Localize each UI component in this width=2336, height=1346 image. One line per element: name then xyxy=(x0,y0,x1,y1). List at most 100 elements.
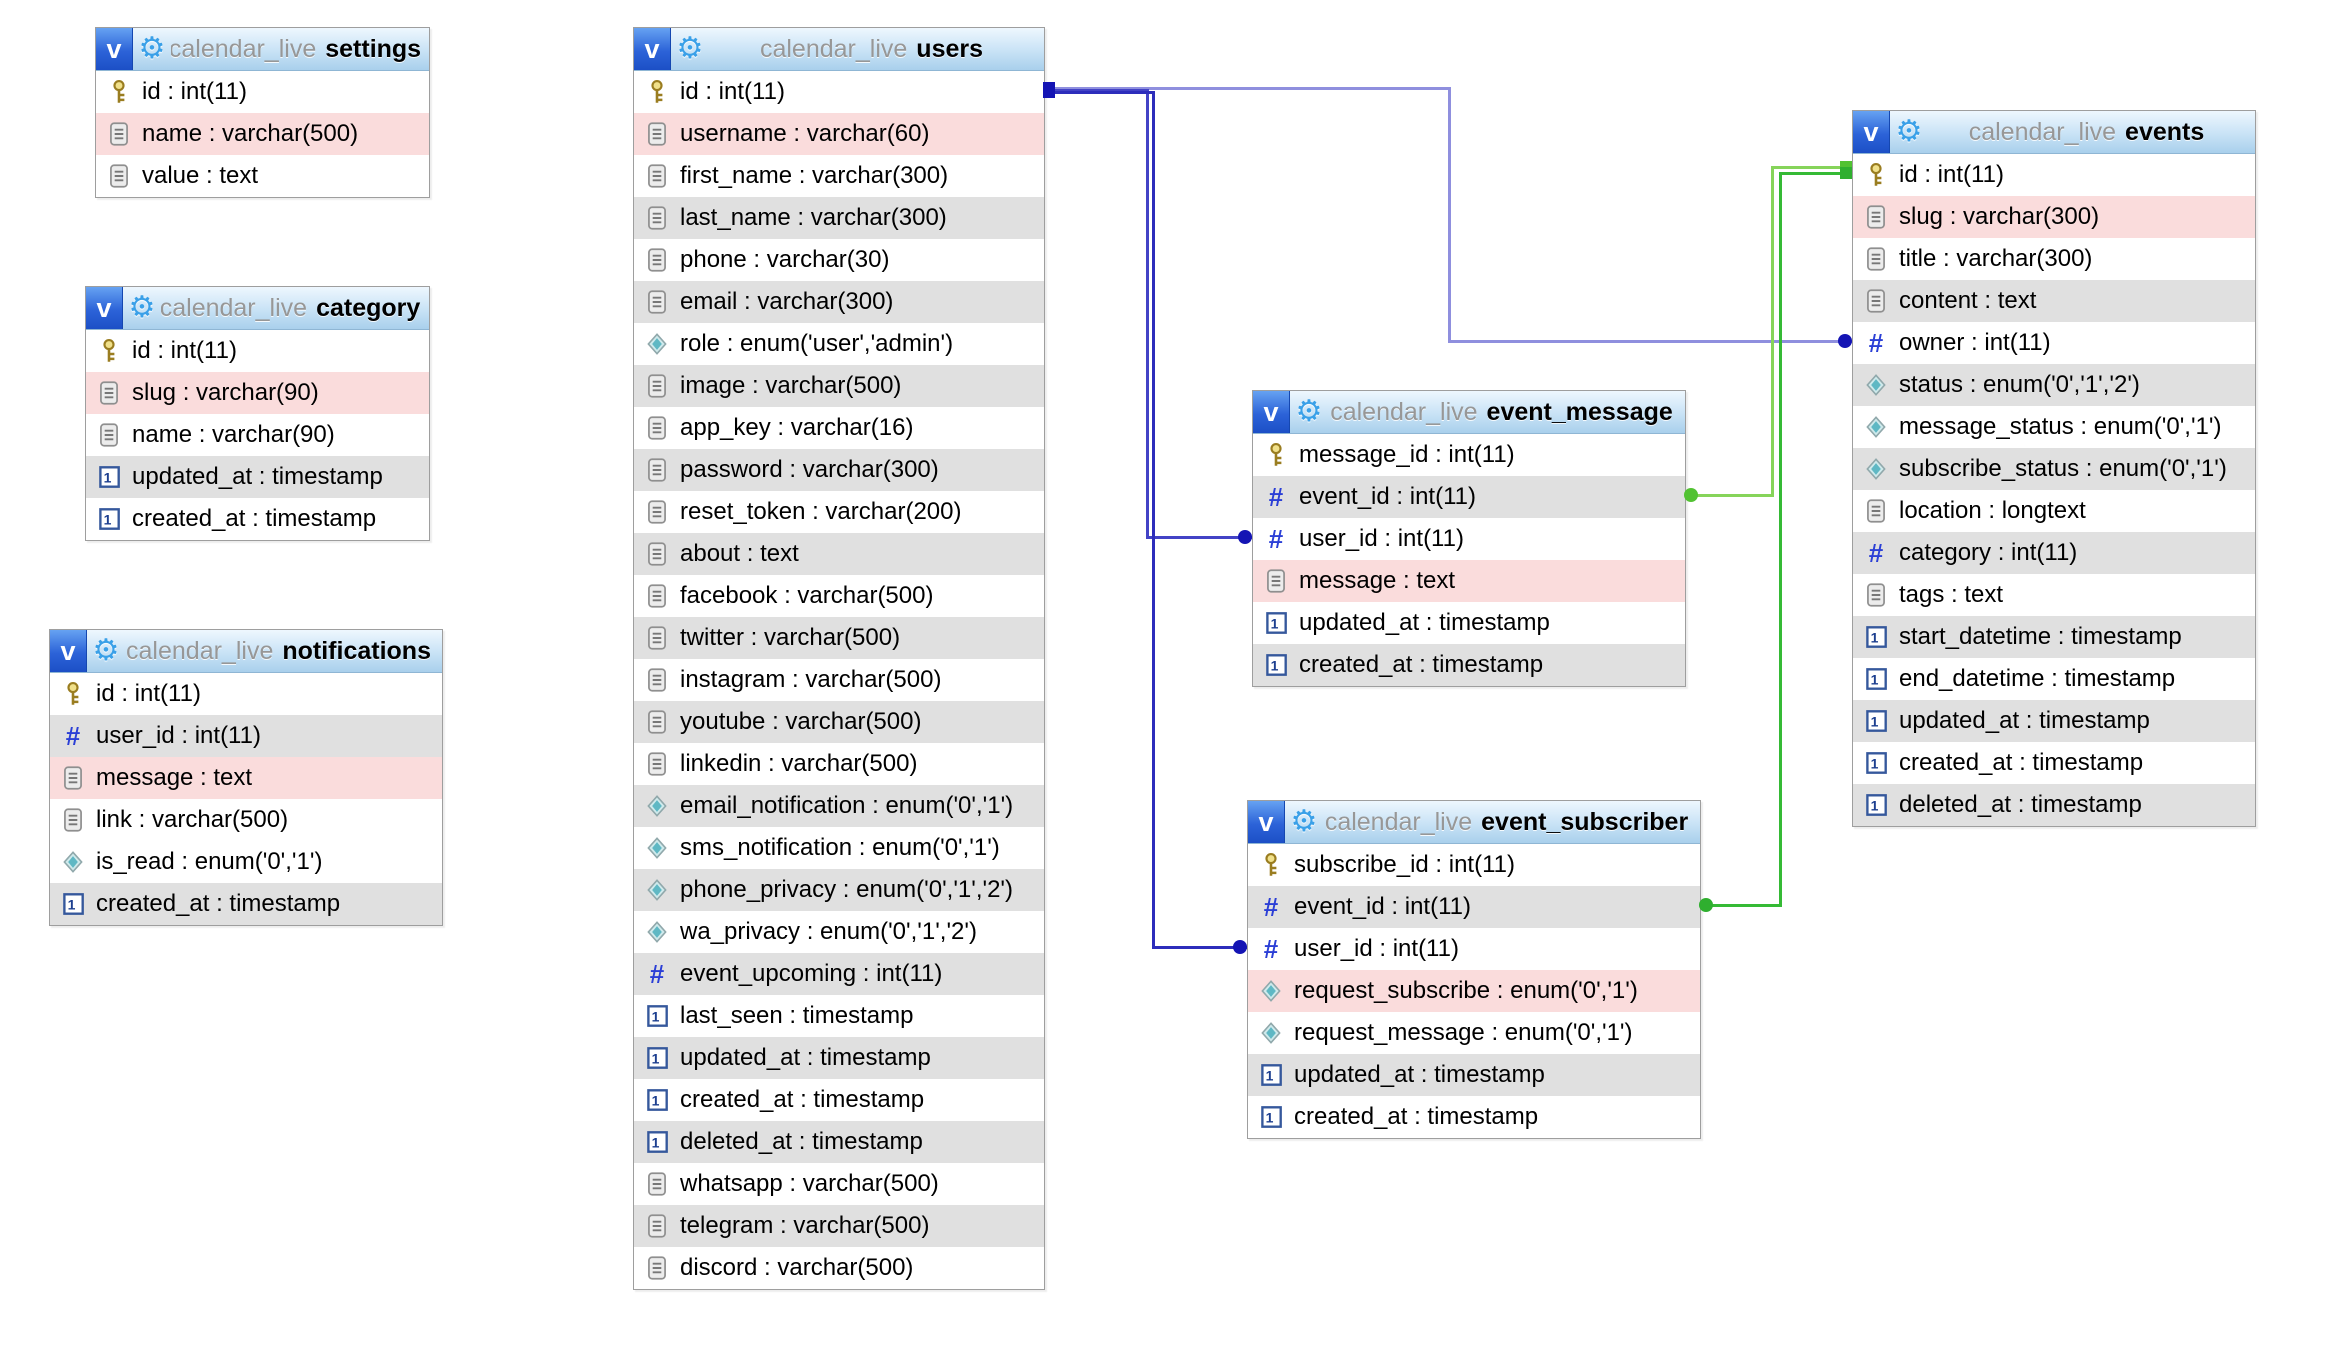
collapse-button[interactable]: v xyxy=(1248,801,1285,843)
gear-icon: ⚙ xyxy=(128,291,156,324)
field-row-app_key[interactable]: app_key : varchar(16) xyxy=(634,407,1044,449)
field-row-discord[interactable]: discord : varchar(500) xyxy=(634,1247,1044,1289)
field-row-password[interactable]: password : varchar(300) xyxy=(634,449,1044,491)
field-row-id[interactable]: id : int(11) xyxy=(634,71,1044,113)
field-row-sms_notification[interactable]: sms_notification : enum('0','1') xyxy=(634,827,1044,869)
field-row-last_name[interactable]: last_name : varchar(300) xyxy=(634,197,1044,239)
field-row-message_status[interactable]: message_status : enum('0','1') xyxy=(1853,406,2255,448)
field-row-tags[interactable]: tags : text xyxy=(1853,574,2255,616)
field-row-image[interactable]: image : varchar(500) xyxy=(634,365,1044,407)
field-row-id[interactable]: id : int(11) xyxy=(50,673,442,715)
field-row-name[interactable]: name : varchar(90) xyxy=(86,414,429,456)
field-row-role[interactable]: role : enum('user','admin') xyxy=(634,323,1044,365)
field-row-message[interactable]: message : text xyxy=(50,757,442,799)
field-label: updated_at : timestamp xyxy=(1294,1061,1545,1088)
enum-icon xyxy=(642,918,672,946)
field-row-slug[interactable]: slug : varchar(90) xyxy=(86,372,429,414)
collapse-button[interactable]: v xyxy=(86,287,123,329)
field-row-about[interactable]: about : text xyxy=(634,533,1044,575)
field-row-email_notification[interactable]: email_notification : enum('0','1') xyxy=(634,785,1044,827)
field-row-wa_privacy[interactable]: wa_privacy : enum('0','1','2') xyxy=(634,911,1044,953)
text-icon xyxy=(1861,287,1891,315)
field-row-event_upcoming[interactable]: #event_upcoming : int(11) xyxy=(634,953,1044,995)
field-row-instagram[interactable]: instagram : varchar(500) xyxy=(634,659,1044,701)
field-row-title[interactable]: title : varchar(300) xyxy=(1853,238,2255,280)
field-row-message_id[interactable]: message_id : int(11) xyxy=(1253,434,1685,476)
field-row-content[interactable]: content : text xyxy=(1853,280,2255,322)
field-row-slug[interactable]: slug : varchar(300) xyxy=(1853,196,2255,238)
field-row-owner[interactable]: #owner : int(11) xyxy=(1853,322,2255,364)
field-row-event_id[interactable]: #event_id : int(11) xyxy=(1248,886,1700,928)
schema-name: calendar_live xyxy=(171,34,317,63)
field-row-phone[interactable]: phone : varchar(30) xyxy=(634,239,1044,281)
field-row-name[interactable]: name : varchar(500) xyxy=(96,113,429,155)
field-row-first_name[interactable]: first_name : varchar(300) xyxy=(634,155,1044,197)
field-row-is_read[interactable]: is_read : enum('0','1') xyxy=(50,841,442,883)
collapse-button[interactable]: v xyxy=(634,28,671,70)
field-row-phone_privacy[interactable]: phone_privacy : enum('0','1','2') xyxy=(634,869,1044,911)
field-row-facebook[interactable]: facebook : varchar(500) xyxy=(634,575,1044,617)
field-row-request_message[interactable]: request_message : enum('0','1') xyxy=(1248,1012,1700,1054)
collapse-button[interactable]: v xyxy=(96,28,133,70)
field-row-youtube[interactable]: youtube : varchar(500) xyxy=(634,701,1044,743)
collapse-button[interactable]: v xyxy=(1253,391,1290,433)
relation-line xyxy=(1152,91,1155,949)
field-label: request_message : enum('0','1') xyxy=(1294,1019,1633,1046)
field-row-location[interactable]: location : longtext xyxy=(1853,490,2255,532)
field-row-id[interactable]: id : int(11) xyxy=(1853,154,2255,196)
field-row-subscribe_id[interactable]: subscribe_id : int(11) xyxy=(1248,844,1700,886)
field-row-id[interactable]: id : int(11) xyxy=(86,330,429,372)
field-row-email[interactable]: email : varchar(300) xyxy=(634,281,1044,323)
field-row-reset_token[interactable]: reset_token : varchar(200) xyxy=(634,491,1044,533)
field-row-user_id[interactable]: #user_id : int(11) xyxy=(1248,928,1700,970)
timestamp-icon: 1 xyxy=(1861,791,1891,819)
field-label: facebook : varchar(500) xyxy=(680,582,934,609)
collapse-button[interactable]: v xyxy=(50,630,87,672)
field-label: end_datetime : timestamp xyxy=(1899,665,2176,692)
field-row-id[interactable]: id : int(11) xyxy=(96,71,429,113)
field-row-link[interactable]: link : varchar(500) xyxy=(50,799,442,841)
field-row-category[interactable]: #category : int(11) xyxy=(1853,532,2255,574)
text-icon xyxy=(94,421,124,449)
field-row-subscribe_status[interactable]: subscribe_status : enum('0','1') xyxy=(1853,448,2255,490)
field-row-event_id[interactable]: #event_id : int(11) xyxy=(1253,476,1685,518)
collapse-button[interactable]: v xyxy=(1853,111,1890,153)
field-label: deleted_at : timestamp xyxy=(680,1128,923,1155)
field-row-value[interactable]: value : text xyxy=(96,155,429,197)
field-row-twitter[interactable]: twitter : varchar(500) xyxy=(634,617,1044,659)
field-row-status[interactable]: status : enum('0','1','2') xyxy=(1853,364,2255,406)
field-row-linkedin[interactable]: linkedin : varchar(500) xyxy=(634,743,1044,785)
field-row-telegram[interactable]: telegram : varchar(500) xyxy=(634,1205,1044,1247)
field-label: content : text xyxy=(1899,287,2037,314)
field-row-whatsapp[interactable]: whatsapp : varchar(500) xyxy=(634,1163,1044,1205)
gear-icon: ⚙ xyxy=(1295,395,1323,428)
field-row-username[interactable]: username : varchar(60) xyxy=(634,113,1044,155)
field-row-request_subscribe[interactable]: request_subscribe : enum('0','1') xyxy=(1248,970,1700,1012)
field-row-user_id[interactable]: #user_id : int(11) xyxy=(50,715,442,757)
field-row-user_id[interactable]: #user_id : int(11) xyxy=(1253,518,1685,560)
field-row-message[interactable]: message : text xyxy=(1253,560,1685,602)
